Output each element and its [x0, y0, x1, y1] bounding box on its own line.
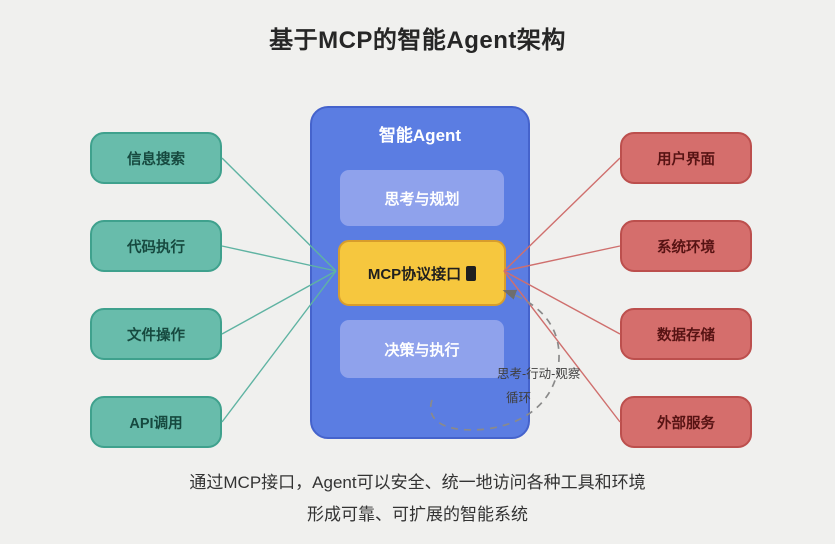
tool-node-info-search: 信息搜索 [90, 132, 222, 184]
module-label: 思考与规划 [384, 190, 460, 208]
env-node-external-services: 外部服务 [620, 396, 752, 448]
diagram-title: 基于MCP的智能Agent架构 [269, 27, 566, 54]
module-thinking-planning: 思考与规划 [340, 170, 504, 226]
module-mcp-interface: MCP协议接口 [338, 240, 506, 306]
module-decision-execution: 决策与执行 [340, 320, 504, 378]
footer-caption-line2: 形成可靠、可扩展的智能系统 [307, 505, 528, 524]
agent-container: 智能Agent 思考与规划 MCP协议接口 决策与执行 [310, 106, 530, 439]
env-node-user-interface: 用户界面 [620, 132, 752, 184]
text-cursor-icon [466, 265, 477, 281]
tool-node-label: 代码执行 [127, 239, 185, 256]
env-node-label: 外部服务 [657, 415, 715, 432]
env-node-system-environment: 系统环境 [620, 220, 752, 272]
env-node-label: 数据存储 [657, 327, 715, 344]
tool-node-label: 信息搜索 [127, 151, 185, 168]
footer-caption-line1: 通过MCP接口，Agent可以安全、统一地访问各种工具和环境 [189, 473, 646, 492]
module-label: MCP协议接口 [367, 265, 462, 283]
tool-node-code-exec: 代码执行 [90, 220, 222, 272]
loop-label-line1: 思考-行动-观察 [497, 367, 581, 381]
tool-node-api-call: API调用 [90, 396, 222, 448]
tool-node-file-ops: 文件操作 [90, 308, 222, 360]
tool-node-label: 文件操作 [127, 327, 185, 344]
env-node-data-storage: 数据存储 [620, 308, 752, 360]
env-node-label: 用户界面 [657, 151, 715, 168]
module-label: 决策与执行 [384, 341, 460, 359]
env-node-label: 系统环境 [657, 239, 715, 256]
agent-title: 智能Agent [378, 126, 462, 145]
tool-node-label: API调用 [129, 415, 183, 432]
loop-label-line2: 循环 [506, 391, 532, 405]
